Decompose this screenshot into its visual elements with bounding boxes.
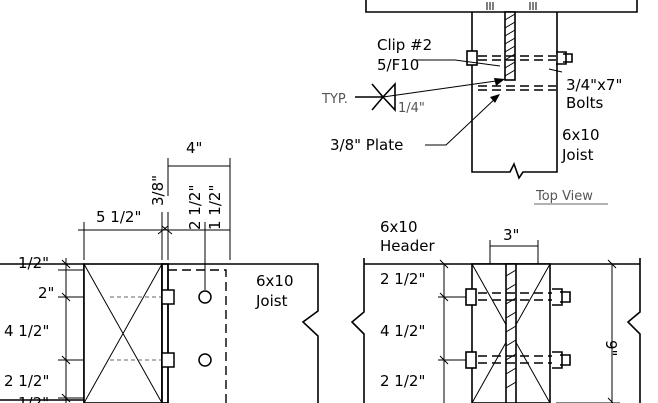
bolt-leader (548, 68, 563, 73)
dim-plate-width: 4" (186, 139, 202, 157)
end-dim-mid: 4 1/2" (380, 322, 425, 340)
top-view-clip-plate (504, 11, 516, 81)
end-plate (505, 263, 517, 403)
dim-header-width: 5 1/2" (96, 208, 141, 226)
top-view-bolt-lower (478, 85, 556, 91)
clip-label-line2: 5/F10 (377, 56, 419, 74)
side-bolt-lower (110, 352, 212, 368)
dim-cut: 1/2" (18, 394, 49, 403)
end-header-label-line1: 6x10 (380, 218, 418, 236)
end-dim-lines (438, 240, 620, 403)
dim-line-top (78, 158, 231, 290)
top-view: Clip #2 5/F10 TYP. 1/4" 3/4"x7" Bolts 3/… (321, 0, 638, 205)
weld-symbol (355, 81, 396, 113)
header-cross (83, 263, 163, 403)
end-dim-top: 2 1/2" (380, 270, 425, 288)
top-view-header-beam (365, 0, 638, 13)
end-dim-plate-width: 3" (503, 226, 519, 244)
top-view-tick-marks (486, 2, 537, 10)
weld-leader (382, 79, 504, 98)
dim-top-edge: 1/2" (18, 254, 49, 272)
side-joist-label-line1: 6x10 (256, 272, 294, 290)
weld-arrowhead (494, 78, 505, 86)
side-joist-dashed (168, 269, 227, 403)
end-dim-depth: 9" (602, 340, 620, 356)
top-view-bolt-upper (466, 50, 573, 66)
side-clip-plate (161, 263, 169, 403)
bolt-label-line1: 3/4"x7" (566, 76, 622, 94)
end-plate-hatch (505, 269, 517, 389)
bolt-label-line2: Bolts (566, 94, 604, 112)
side-joist-label-line2: Joist (255, 292, 288, 310)
end-bolt-lower (465, 351, 571, 369)
top-joist-label-line2: Joist (561, 146, 594, 164)
side-bolt-upper (110, 289, 212, 305)
dim-bolt-spacing: 4 1/2" (4, 322, 49, 340)
top-view-title: Top View (535, 189, 593, 204)
clip-label-line1: Clip #2 (377, 36, 432, 54)
dim-plate-thk: 3/8" (149, 175, 167, 206)
top-view-clip-hatch (504, 13, 516, 77)
clip-leader (416, 59, 501, 67)
dim-bottom-bolt: 2 1/2" (4, 372, 49, 390)
top-view-joist (471, 12, 558, 180)
plate-label: 3/8" Plate (330, 136, 403, 154)
end-bolt-upper (465, 288, 571, 306)
dim-gauge-2: 1 1/2" (206, 185, 224, 230)
end-header-label-line2: Header (380, 237, 435, 255)
side-joist (168, 263, 319, 403)
side-view: 4" 3/8" 2 1/2" 1 1/2" 5 1/2" 1/2" 2" 4 1… (0, 139, 319, 403)
typ-label: TYP. (321, 92, 348, 107)
end-dim-bot: 2 1/2" (380, 372, 425, 390)
end-view: 6x10 Header 3" 2 1/2" 4 1/2" 2 1/2" 9" (350, 218, 641, 403)
plate-arrowhead (490, 94, 500, 103)
weld-size-label: 1/4" (398, 101, 425, 116)
top-joist-label-line1: 6x10 (562, 126, 600, 144)
dim-gauge-1: 2 1/2" (186, 185, 204, 230)
dim-line-left (58, 258, 84, 403)
plate-leader (425, 95, 499, 146)
dim-first-bolt: 2" (38, 284, 54, 302)
